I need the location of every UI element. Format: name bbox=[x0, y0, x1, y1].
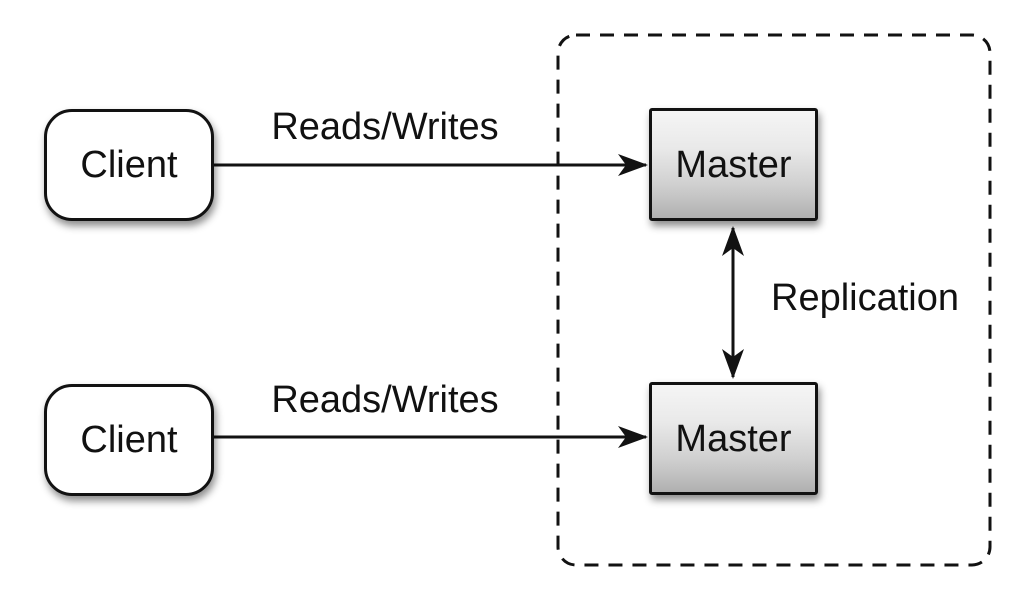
client-node-bottom-label: Client bbox=[80, 419, 178, 461]
reads-writes-label-bottom: Reads/Writes bbox=[271, 379, 499, 421]
master-node-bottom: Master bbox=[649, 382, 818, 495]
client-node-top-label: Client bbox=[80, 144, 178, 186]
master-node-top: Master bbox=[649, 108, 818, 221]
client-node-top: Client bbox=[44, 109, 214, 221]
reads-writes-label-top: Reads/Writes bbox=[271, 106, 499, 148]
master-node-top-label: Master bbox=[675, 143, 792, 186]
replication-cluster-boundary bbox=[556, 33, 992, 567]
master-node-bottom-label: Master bbox=[675, 417, 792, 460]
client-node-bottom: Client bbox=[44, 384, 214, 496]
replication-label: Replication bbox=[771, 277, 959, 319]
